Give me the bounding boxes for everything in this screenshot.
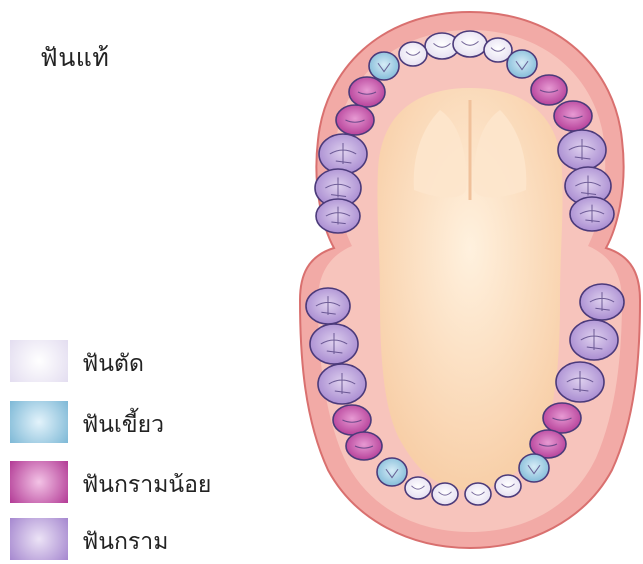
upper-left-first-molar bbox=[558, 130, 606, 170]
lower-right-second-premolar bbox=[346, 432, 382, 460]
upper-left-first-premolar bbox=[531, 75, 567, 105]
upper-left-central-incisor bbox=[453, 31, 487, 57]
legend-item-premolar: ฟันกรามน้อย bbox=[10, 461, 310, 507]
lower-left-third-molar bbox=[580, 284, 624, 320]
legend-label-premolar: ฟันกรามน้อย bbox=[82, 467, 211, 503]
lower-right-third-molar bbox=[306, 288, 350, 324]
lower-right-lateral-incisor bbox=[405, 477, 431, 499]
upper-left-third-molar bbox=[570, 197, 614, 231]
legend-item-molar: ฟันกราม bbox=[10, 518, 310, 564]
lower-left-second-molar bbox=[570, 320, 618, 360]
legend-label-canine: ฟันเขี้ยว bbox=[82, 407, 164, 443]
upper-right-second-premolar bbox=[336, 105, 374, 135]
legend-swatch-incisor bbox=[10, 340, 68, 382]
upper-right-first-molar bbox=[319, 134, 367, 174]
upper-right-canine bbox=[369, 52, 399, 80]
upper-left-second-premolar bbox=[554, 101, 592, 131]
legend-swatch-canine bbox=[10, 401, 68, 443]
legend-swatch-premolar bbox=[10, 461, 68, 503]
lower-left-canine bbox=[519, 454, 549, 482]
lower-right-second-molar bbox=[310, 324, 358, 364]
legend-item-canine: ฟันเขี้ยว bbox=[10, 401, 310, 447]
upper-right-lateral-incisor bbox=[399, 42, 427, 66]
lower-right-canine bbox=[377, 458, 407, 486]
upper-right-first-premolar bbox=[349, 77, 385, 107]
legend-swatch-molar bbox=[10, 518, 68, 560]
lower-right-first-premolar bbox=[333, 405, 371, 435]
lower-left-first-premolar bbox=[543, 403, 581, 433]
lower-right-first-molar bbox=[318, 364, 366, 404]
upper-right-third-molar bbox=[316, 199, 360, 233]
legend-label-incisor: ฟันตัด bbox=[82, 346, 144, 382]
lower-left-first-molar bbox=[556, 362, 604, 402]
legend-label-molar: ฟันกราม bbox=[82, 524, 168, 560]
lower-right-central-incisor bbox=[432, 483, 458, 505]
lower-left-lateral-incisor bbox=[495, 475, 521, 497]
upper-left-canine bbox=[507, 50, 537, 78]
lower-left-central-incisor bbox=[465, 483, 491, 505]
legend-item-incisor: ฟันตัด bbox=[10, 340, 310, 386]
